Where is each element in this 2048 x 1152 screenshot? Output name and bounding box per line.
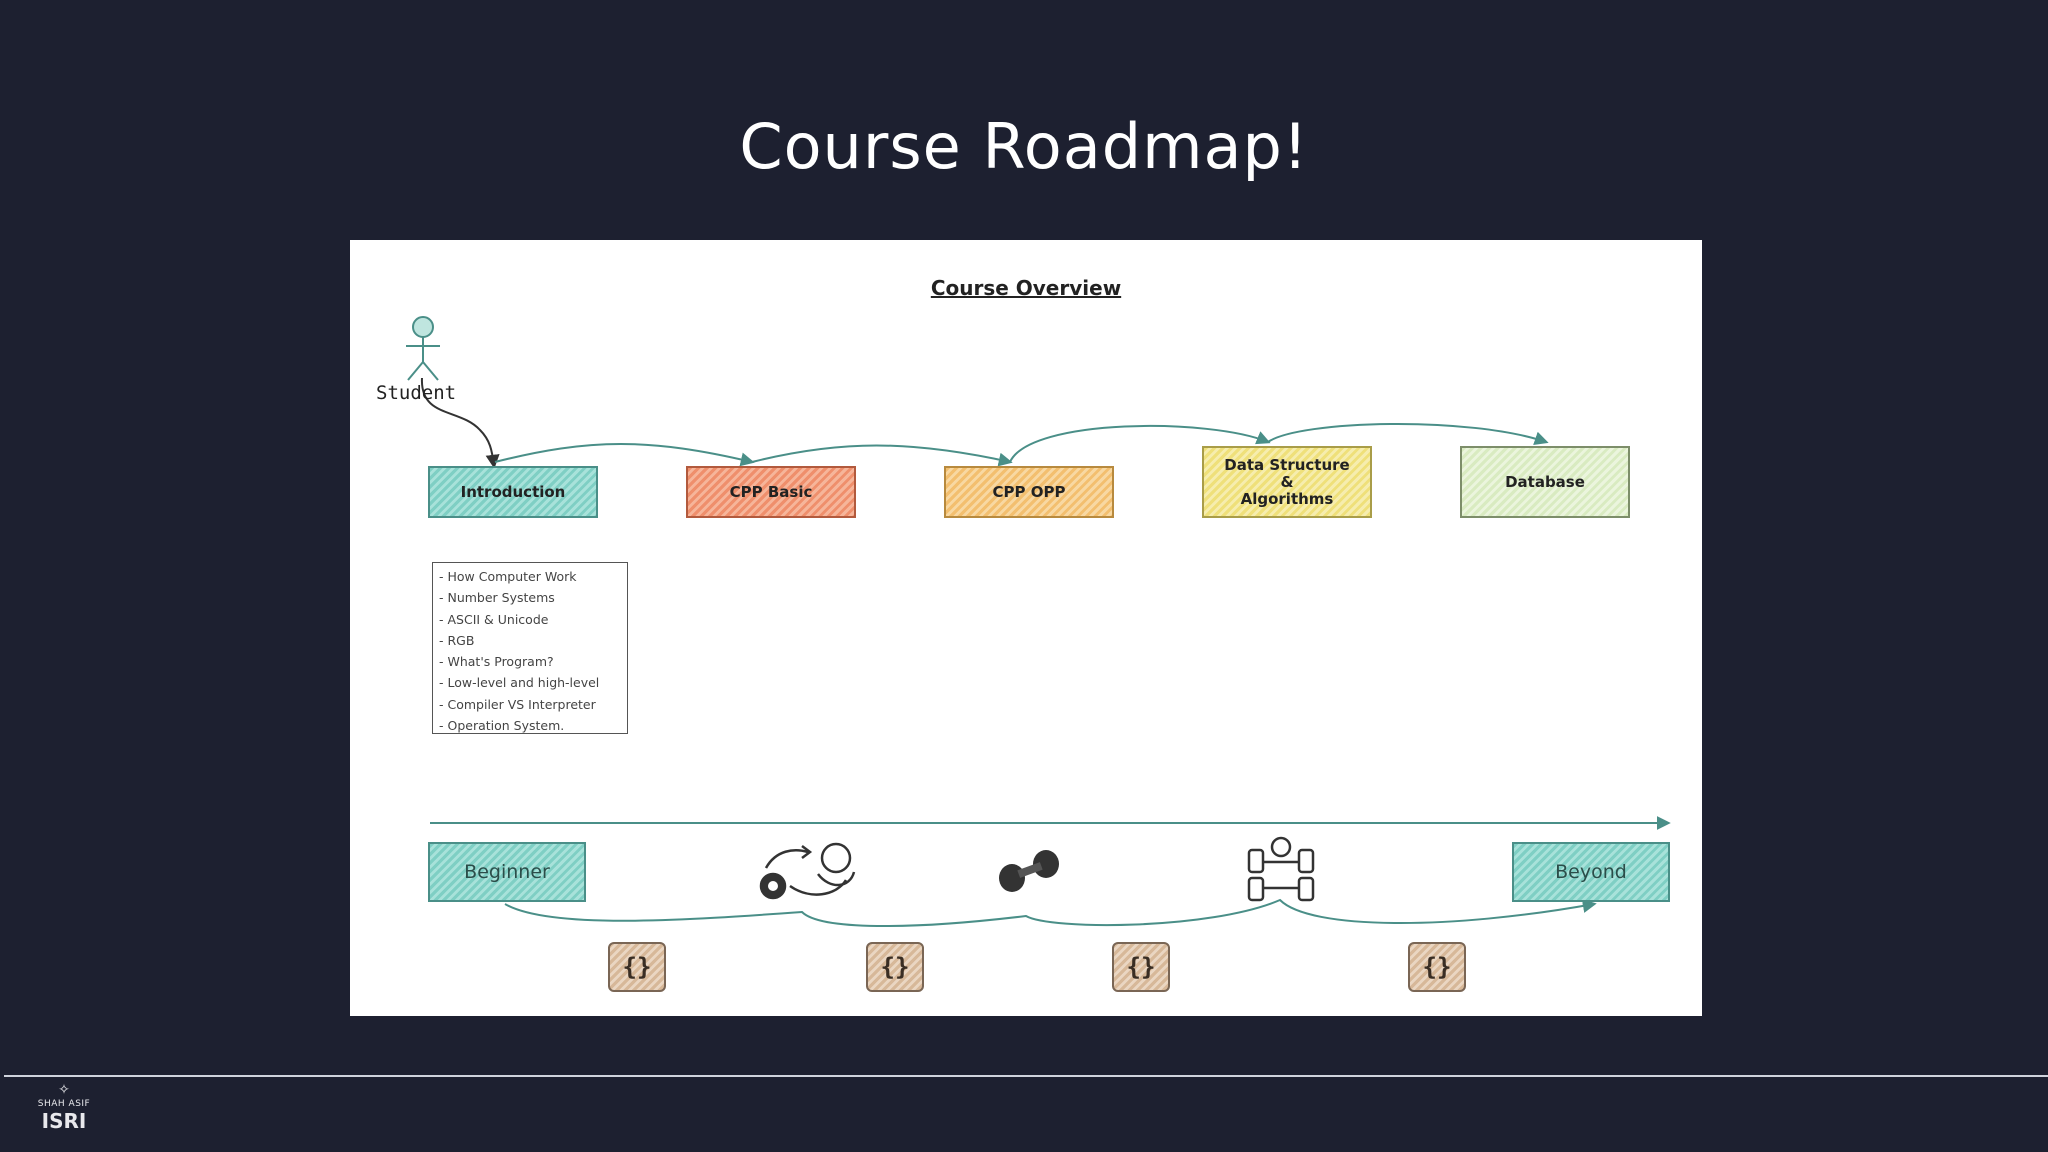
stage-data-structure-algorithms: Data Structure & Algorithms	[1202, 446, 1372, 518]
footer-divider	[4, 1075, 2048, 1077]
rotation-exercise-icon	[759, 842, 856, 900]
slide-title: Course Roadmap!	[739, 110, 1309, 183]
stage-cpp-opp: CPP OPP	[944, 466, 1114, 518]
progress-curve	[504, 898, 1597, 928]
logo-mark-icon: ✧	[58, 1082, 70, 1098]
stage-introduction: Introduction	[428, 466, 598, 518]
list-item: - RGB	[439, 632, 475, 648]
stage-label: Database	[1505, 472, 1585, 491]
brand-logo: ✧ SHAH ASIF ISRI	[28, 1082, 100, 1146]
stage-label: CPP OPP	[992, 482, 1066, 501]
student-label: Student	[376, 382, 457, 404]
list-item: - What's Program?	[439, 654, 554, 670]
level-label: Beginner	[464, 860, 550, 883]
roadmap-diagram: Course Overview Student Introduction CPP…	[350, 240, 1702, 1016]
code-file-icon: {}	[608, 942, 666, 992]
barbell-gear-icon	[1247, 836, 1315, 902]
level-beyond: Beyond	[1512, 842, 1670, 902]
code-file-icon: {}	[1112, 942, 1170, 992]
connector-dsa-db	[1267, 423, 1549, 446]
list-item: - Compiler VS Interpreter	[439, 696, 596, 712]
logo-text-bottom: ISRI	[41, 1109, 87, 1133]
list-item: - Number Systems	[439, 590, 555, 606]
code-file-icon: {}	[866, 942, 924, 992]
connector-basic-opp	[751, 444, 1013, 467]
logo-text-top: SHAH ASIF	[37, 1099, 91, 1109]
stage-label: CPP Basic	[729, 482, 813, 501]
code-file-icon: {}	[1408, 942, 1466, 992]
student-arrow	[420, 377, 500, 469]
diagram-connectors	[406, 316, 1671, 928]
stage-label: Introduction	[460, 482, 566, 501]
level-beginner: Beginner	[428, 842, 586, 902]
diagram-title: Course Overview	[930, 276, 1122, 300]
dumbbell-icon	[999, 850, 1059, 892]
list-item: - How Computer Work	[439, 569, 577, 584]
intro-topics-list: - How Computer Work - Number Systems - A…	[432, 562, 628, 734]
connector-opp-dsa	[1009, 424, 1271, 463]
list-item: - Low-level and high-level	[439, 675, 600, 691]
stage-label: Data Structure & Algorithms	[1224, 455, 1350, 508]
connector-intro-basic	[494, 443, 755, 467]
student-stick-figure-icon	[406, 316, 440, 381]
list-item: - Operation System.	[439, 718, 565, 734]
stage-database: Database	[1460, 446, 1630, 518]
level-label: Beyond	[1555, 860, 1627, 883]
list-item: - ASCII & Unicode	[439, 611, 549, 627]
stage-cpp-basic: CPP Basic	[686, 466, 856, 518]
